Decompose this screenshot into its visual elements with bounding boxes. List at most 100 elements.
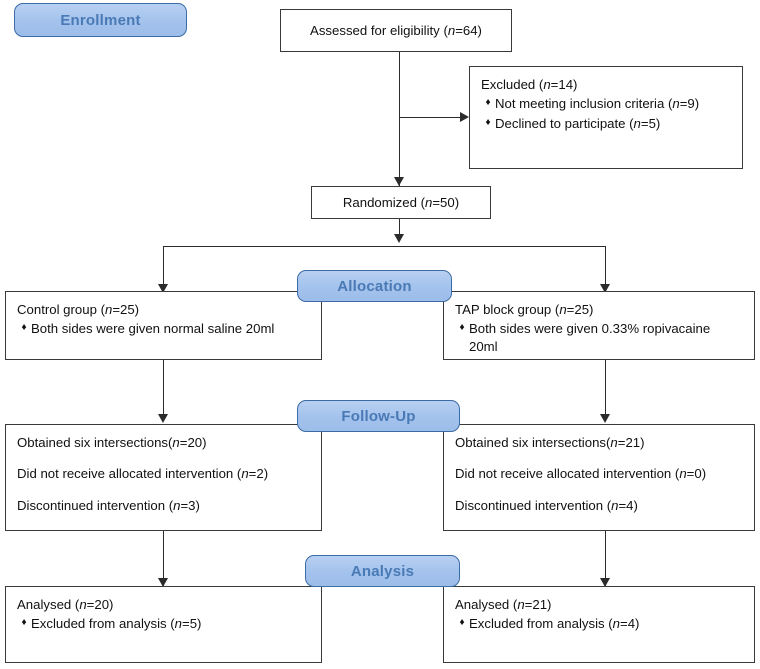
followup-left-line-prefix: Discontinued intervention (	[17, 497, 174, 513]
node-followup-right: Obtained six intersections(n=21) Did not…	[443, 424, 755, 531]
analysis-left-item-n: n	[174, 616, 182, 632]
excluded-item-suffix: =5)	[640, 115, 661, 131]
node-analysis-left: Analysed (n=20) ♦ Excluded from analysis…	[5, 586, 322, 663]
analysis-left-heading-prefix: Analysed (	[17, 597, 80, 612]
analysis-left-item-suffix: =5)	[182, 616, 202, 632]
followup-right-line-n: n	[679, 466, 687, 482]
followup-left-line-n: n	[172, 435, 180, 450]
node-excluded: Excluded (n=14) ♦ Not meeting inclusion …	[469, 66, 743, 169]
followup-right-line-suffix: =21)	[617, 435, 645, 450]
stage-label-analysis: Analysis	[350, 562, 415, 580]
diamond-bullet-icon: ♦	[459, 617, 465, 629]
control-group-heading: Control group (n=25)	[17, 301, 311, 318]
followup-left-line-suffix: =2)	[248, 466, 269, 482]
analysis-left-item: ♦ Excluded from analysis (n=5)	[17, 615, 311, 632]
excluded-item-text: Declined to participate (n=5)	[495, 115, 732, 132]
excluded-item-n: n	[633, 115, 641, 131]
followup-right-line: Obtained six intersections(n=21)	[455, 434, 744, 451]
connector-bus-to-control	[163, 246, 165, 290]
followup-right-line: Did not receive allocated intervention (…	[455, 465, 744, 482]
followup-right-line-n: n	[610, 435, 618, 450]
excluded-heading: Excluded (n=14)	[481, 76, 732, 93]
randomized-text-prefix: Randomized (	[342, 194, 425, 210]
node-analysis-right: Analysed (n=21) ♦ Excluded from analysis…	[443, 586, 755, 663]
analysis-left-heading: Analysed (n=20)	[17, 596, 311, 613]
analysis-right-heading-suffix: =21)	[524, 597, 552, 612]
followup-right-line-prefix: Discontinued intervention (	[455, 497, 612, 513]
randomized-text-suffix: =50)	[432, 194, 460, 210]
stage-label-enrollment: Enrollment	[60, 11, 141, 29]
arrowhead-followup-left	[158, 414, 168, 423]
arrowhead-randomized	[394, 177, 404, 186]
arrowhead-analysis-right	[600, 578, 610, 587]
analysis-left-item-text: Excluded from analysis (n=5)	[31, 615, 311, 632]
randomized-text: Randomized (n=50)	[343, 194, 459, 211]
excluded-item-n: n	[672, 96, 680, 112]
connector-followup-right-to-analysis	[605, 531, 607, 586]
analysis-left-heading-n: n	[79, 597, 87, 612]
arrowhead-control-group	[158, 284, 168, 293]
connector-to-excluded	[399, 117, 464, 119]
tap-group-heading-n: n	[559, 302, 567, 317]
followup-right-line-suffix: =4)	[618, 497, 638, 513]
tap-group-item: ♦ Both sides were given 0.33% ropivacain…	[455, 320, 744, 355]
analysis-right-heading-n: n	[517, 597, 525, 612]
excluded-item: ♦ Not meeting inclusion criteria (n=9)	[481, 95, 732, 112]
followup-left-line-suffix: =3)	[180, 497, 200, 513]
analysis-right-item-n: n	[612, 616, 620, 632]
diamond-bullet-icon: ♦	[21, 322, 27, 334]
stage-label-followup: Follow-Up	[341, 407, 416, 425]
stage-banner-followup: Follow-Up	[297, 400, 460, 432]
arrowhead-excluded	[460, 112, 469, 122]
followup-left-line-suffix: =20)	[179, 435, 207, 450]
arrowhead-tap-group	[600, 284, 610, 293]
stage-label-allocation: Allocation	[337, 277, 412, 295]
followup-left-line: Did not receive allocated intervention (…	[17, 465, 311, 482]
assessed-text-prefix: Assessed for eligibility (	[310, 22, 448, 38]
followup-right-line: Discontinued intervention (n=4)	[455, 497, 744, 514]
node-tap-block-group: TAP block group (n=25) ♦ Both sides were…	[443, 291, 755, 360]
analysis-right-item: ♦ Excluded from analysis (n=4)	[455, 615, 744, 632]
arrowhead-followup-right	[600, 414, 610, 423]
connector-allocation-bus	[163, 246, 606, 248]
excluded-heading-suffix: =14)	[550, 77, 578, 92]
stage-banner-allocation: Allocation	[297, 270, 452, 302]
tap-group-item-text: Both sides were given 0.33% ropivacaine …	[469, 321, 711, 354]
arrowhead-analysis-left	[158, 578, 168, 587]
excluded-item-text: Not meeting inclusion criteria (n=9)	[495, 95, 732, 112]
followup-left-line-n: n	[173, 497, 181, 513]
control-group-heading-prefix: Control group (	[17, 302, 105, 317]
assessed-text-suffix: =64)	[455, 22, 482, 38]
connector-assessed-to-randomized	[399, 52, 401, 186]
control-group-heading-suffix: =25)	[112, 302, 140, 317]
diamond-bullet-icon: ♦	[485, 97, 491, 109]
excluded-item-prefix: Declined to participate (	[495, 115, 634, 131]
analysis-right-heading-prefix: Analysed (	[455, 597, 518, 612]
followup-right-line-suffix: =0)	[686, 466, 707, 482]
excluded-item: ♦ Declined to participate (n=5)	[481, 115, 732, 132]
analysis-left-item-prefix: Excluded from analysis (	[31, 616, 175, 632]
stage-banner-enrollment: Enrollment	[14, 3, 187, 37]
randomized-n-symbol: n	[424, 194, 433, 210]
analysis-right-heading: Analysed (n=21)	[455, 596, 744, 613]
followup-right-line-prefix: Obtained six intersections(	[455, 435, 611, 450]
followup-left-line-prefix: Obtained six intersections(	[17, 435, 173, 450]
excluded-item-suffix: =9)	[679, 96, 700, 112]
node-followup-left: Obtained six intersections(n=20) Did not…	[5, 424, 322, 531]
excluded-heading-prefix: Excluded (	[481, 77, 544, 92]
analysis-right-item-prefix: Excluded from analysis (	[469, 616, 613, 632]
node-control-group: Control group (n=25) ♦ Both sides were g…	[5, 291, 322, 360]
connector-control-to-followup	[163, 360, 165, 420]
analysis-left-heading-suffix: =20)	[86, 597, 114, 612]
tap-group-heading-suffix: =25)	[566, 302, 594, 317]
assessed-text: Assessed for eligibility (n=64)	[310, 22, 482, 39]
control-group-heading-n: n	[104, 302, 113, 317]
tap-group-heading-prefix: TAP block group (	[455, 302, 560, 317]
connector-randomized-down	[399, 219, 401, 236]
followup-left-line: Obtained six intersections(n=20)	[17, 434, 311, 451]
analysis-right-item-text: Excluded from analysis (n=4)	[469, 615, 744, 632]
diamond-bullet-icon: ♦	[485, 116, 491, 128]
control-group-item: ♦ Both sides were given normal saline 20…	[17, 320, 311, 337]
followup-left-line-prefix: Did not receive allocated intervention (	[17, 466, 242, 482]
